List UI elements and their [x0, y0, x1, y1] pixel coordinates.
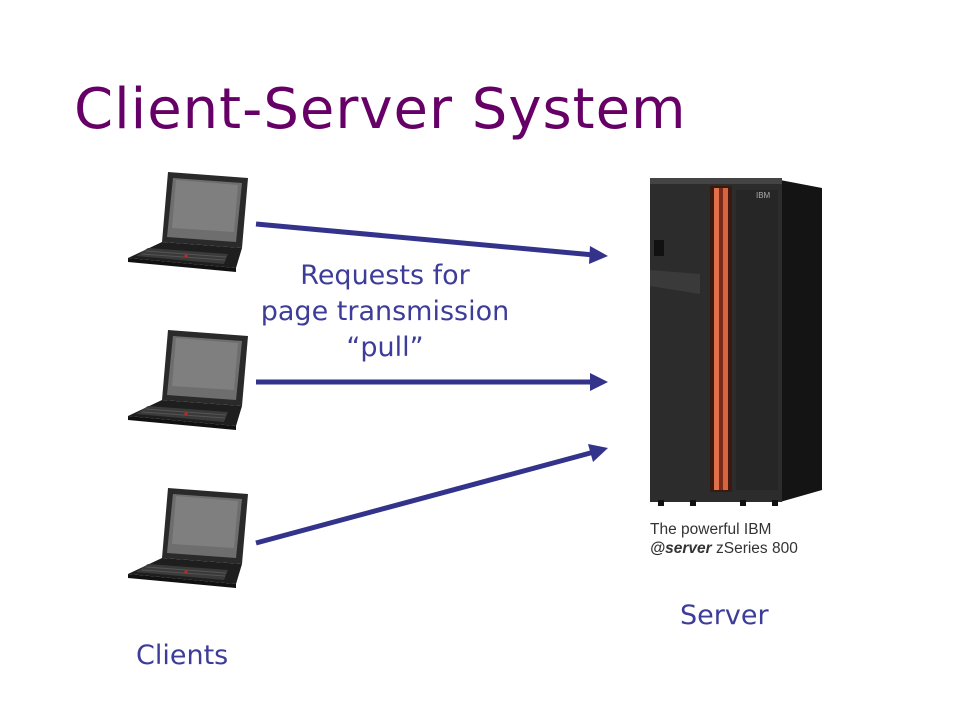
eserver-logo: @server: [650, 540, 712, 557]
caption-line-1: The powerful IBM: [650, 521, 772, 538]
server-label: Server: [680, 600, 769, 631]
clients-label: Clients: [136, 640, 229, 671]
arrow-bottom: [255, 444, 608, 546]
server-photo-caption: The powerful IBM @server zSeries 800: [650, 520, 830, 558]
caption-line-2: @server zSeries 800: [650, 539, 830, 558]
server-brand-plate: IBM: [756, 191, 771, 200]
request-label-line-3: “pull”: [346, 332, 424, 363]
server-cabinet-icon: IBM: [650, 178, 822, 506]
arrow-middle: [256, 373, 608, 391]
request-label-line-2: page transmission: [260, 296, 510, 327]
laptop-icon: [128, 488, 248, 588]
arrow-top: [255, 221, 608, 264]
caption-model: zSeries 800: [715, 540, 798, 557]
laptop-icon: [128, 172, 248, 272]
request-label-line-1: Requests for: [300, 260, 470, 291]
request-label: Requests for page transmission “pull”: [240, 258, 530, 366]
laptop-icon: [128, 330, 248, 430]
slide-title: Client-Server System: [74, 77, 687, 142]
